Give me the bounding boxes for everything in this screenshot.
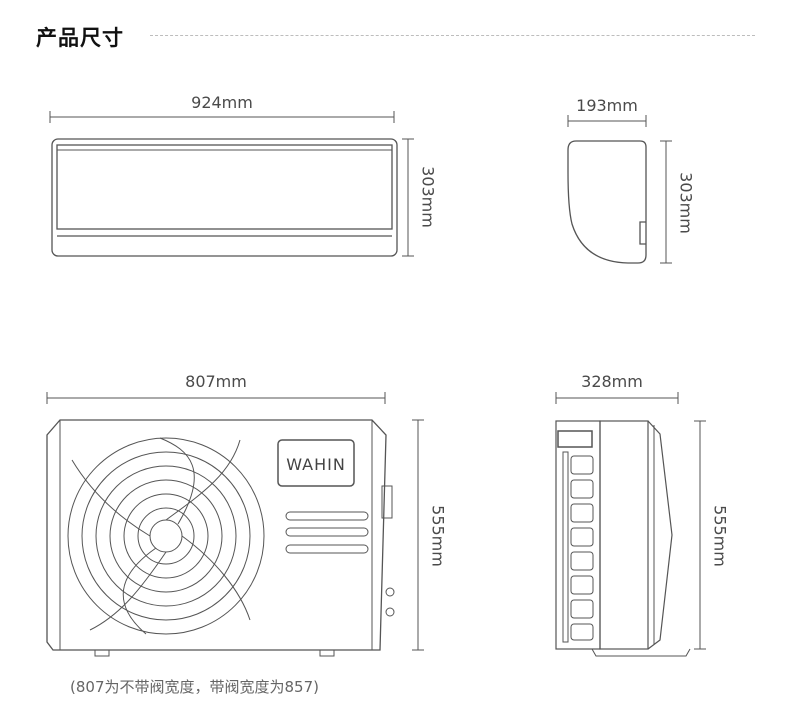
indoor-side-depth-label: 193mm [576, 96, 638, 115]
outdoor-unit-front-drawing [46, 392, 424, 657]
title-divider [150, 35, 755, 36]
outdoor-side-depth-label: 328mm [581, 372, 643, 391]
outdoor-front-width-label: 807mm [185, 372, 247, 391]
brand-badge [277, 439, 355, 487]
indoor-side-height-label: 303mm [676, 172, 696, 234]
outdoor-side-height-label: 555mm [710, 505, 730, 567]
indoor-unit-side-drawing [567, 115, 672, 264]
outdoor-front-height-label: 555mm [428, 505, 448, 567]
fan-grille [67, 437, 265, 635]
indoor-unit-front-drawing [49, 111, 414, 257]
indoor-front-height-label: 303mm [418, 166, 438, 228]
valve-width-note: (807为不带阀宽度，带阀宽度为857) [70, 678, 319, 696]
indoor-front-width-label: 924mm [191, 93, 253, 112]
section-title: 产品尺寸 [36, 26, 124, 50]
brand-logo: WAHIN [286, 455, 346, 474]
outdoor-unit-side-drawing [555, 392, 706, 657]
